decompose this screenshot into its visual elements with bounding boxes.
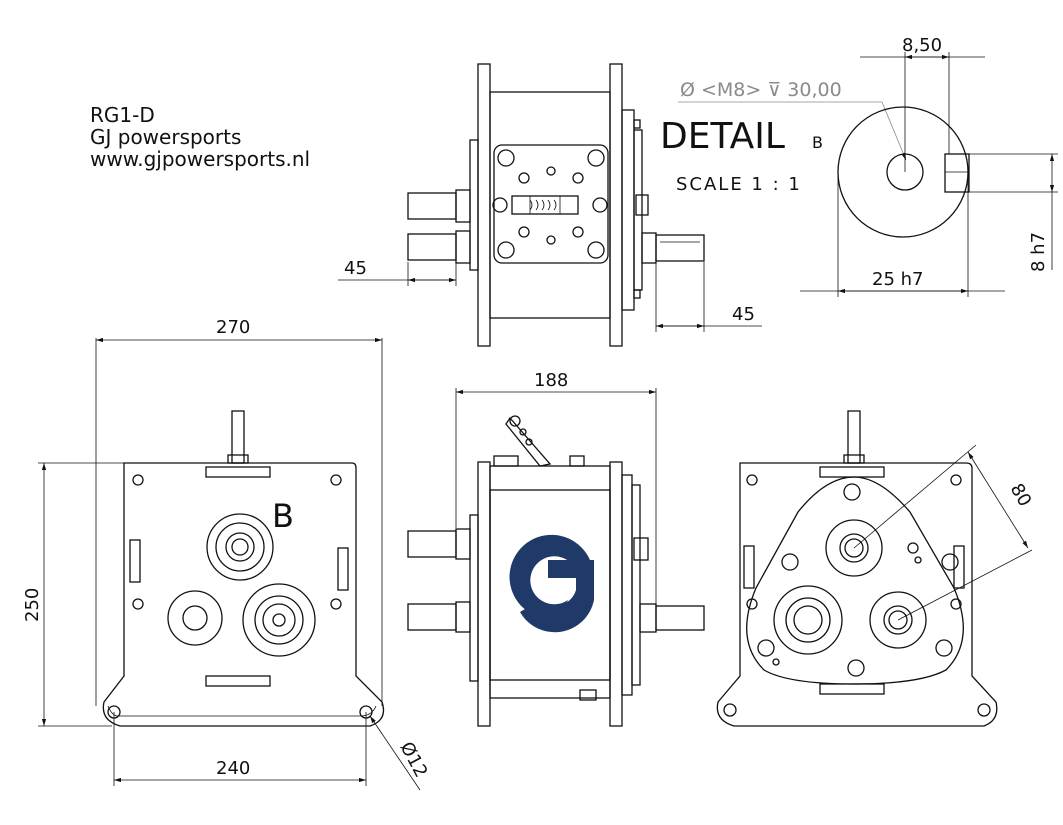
dim-front-bolt-spacing: 240 — [216, 758, 250, 779]
dim-diameter: 25 h7 — [872, 269, 924, 290]
gj-logo — [509, 534, 594, 633]
website: www.gjpowersports.nl — [90, 147, 311, 171]
detail-id: B — [812, 133, 823, 152]
dim-offset: 8,50 — [902, 35, 942, 56]
title-block: RG1-D GJ powersports www.gjpowersports.n… — [90, 104, 310, 170]
dim-top-left-shaft: 45 — [344, 258, 367, 279]
dim-front-width: 270 — [216, 317, 250, 338]
dim-key: 8 h7 — [1028, 232, 1049, 272]
detail-scale: SCALE 1 : 1 — [676, 174, 802, 195]
detail-title: DETAIL — [660, 116, 785, 157]
dim-front-hole: Ø12 — [396, 738, 432, 781]
detail-b: DETAIL B SCALE 1 : 1 Ø <M8> ⊽ 30,00 8,50… — [660, 35, 1058, 297]
rear-view: 80 — [716, 410, 1036, 727]
dim-top-right-shaft: 45 — [732, 304, 755, 325]
dim-side-width: 188 — [534, 370, 568, 391]
front-view: B 270 250 240 Ø12 — [22, 317, 432, 791]
dim-rear-center-distance: 80 — [1006, 480, 1036, 510]
model-name: RG1-D — [90, 103, 155, 127]
top-view: 45 45 — [338, 63, 762, 347]
hole-callout: Ø <M8> ⊽ 30,00 — [680, 79, 842, 101]
company-name: GJ powersports — [90, 125, 242, 149]
side-view: 188 — [407, 370, 705, 727]
dim-front-height: 250 — [22, 588, 43, 622]
view-marker: B — [272, 497, 294, 535]
